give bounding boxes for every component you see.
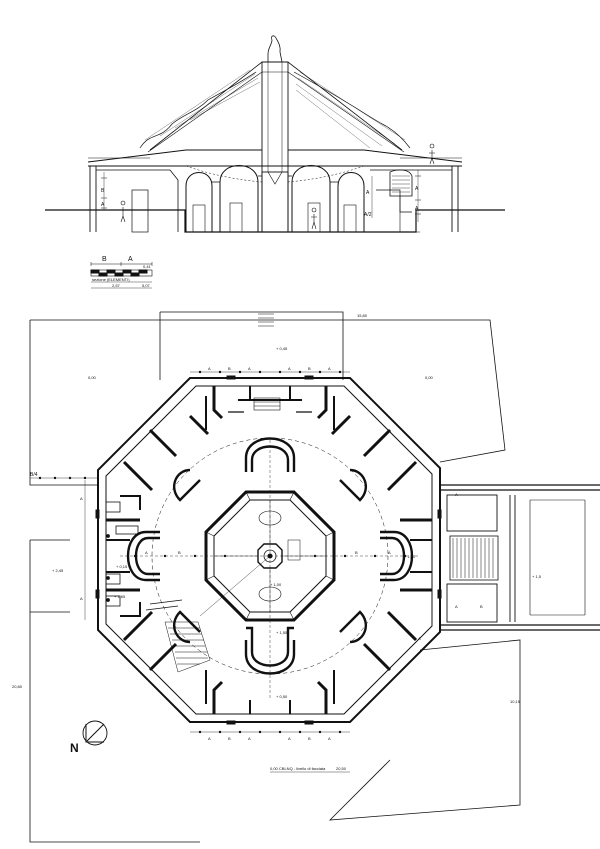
site-boundary <box>29 311 521 843</box>
scale-label-a: A <box>128 256 133 263</box>
module-label: B <box>355 550 358 555</box>
left-mark: B/4 <box>30 472 38 478</box>
plan-caption: 0,00 CBLNQ - livello di facciata <box>270 766 326 771</box>
module-label: A <box>208 736 211 741</box>
right-wing-elevation: + 1,5 <box>532 574 542 579</box>
module-label: A <box>388 550 391 555</box>
right-center-elevation: + 1,00 <box>404 554 416 559</box>
perimeter-windows <box>95 375 442 725</box>
building-section <box>45 35 505 233</box>
section-label-a-right: A <box>415 186 419 192</box>
module-label: A <box>248 366 251 371</box>
center-elevation: + 1,00 <box>270 582 282 587</box>
right-side-dimension: 10,15 <box>510 699 521 704</box>
scale-bar <box>90 262 153 289</box>
section-label-a: A <box>101 202 105 208</box>
module-label: A <box>328 736 331 741</box>
right-wing <box>440 484 600 631</box>
module-label: A <box>288 366 291 371</box>
stair-bottom-left <box>145 599 211 673</box>
module-label: A <box>455 492 458 497</box>
skylight-top <box>258 510 282 526</box>
scale-dim-left: 2,57 <box>112 283 121 288</box>
scale-caption: sezione (ELEMENTI) <box>92 277 130 282</box>
module-label: B <box>308 366 311 371</box>
small-elevation: + 1,65 <box>114 594 126 599</box>
module-label: A <box>418 636 421 641</box>
scale-value: 0,41 <box>143 264 152 269</box>
module-label: A <box>145 550 148 555</box>
mid-left-elevation: + 0,15 <box>116 564 128 569</box>
module-label: A <box>80 496 83 501</box>
module-label: B <box>308 736 311 741</box>
left-rooms <box>105 501 139 607</box>
module-label: B <box>178 550 181 555</box>
central-column <box>199 500 326 617</box>
module-label: B <box>480 604 483 609</box>
left-elevation: + 2,45 <box>52 568 64 573</box>
module-label: A <box>288 736 291 741</box>
left-side-dimension: 20,80 <box>12 684 23 689</box>
bottom-elevation: + 0,50 <box>276 694 288 699</box>
module-label: B <box>228 366 231 371</box>
section-label-a2: A/2 <box>364 212 372 218</box>
module-label: A <box>328 366 331 371</box>
north-arrow <box>82 720 108 746</box>
right-area-elevation: 0,00 <box>425 375 434 380</box>
center-elevation-2: + 1,55 <box>276 630 288 635</box>
module-label: A <box>455 604 458 609</box>
plan-caption-value: 20,50 <box>336 766 347 771</box>
dimension-ticks <box>38 370 407 734</box>
module-label: A <box>80 596 83 601</box>
radial-walls <box>106 386 432 714</box>
court-elevation: + 0,45 <box>276 346 288 351</box>
scale-label-b: B <box>102 256 107 263</box>
module-label: A <box>248 736 251 741</box>
module-label: A <box>208 366 211 371</box>
section-label-a-mid: A <box>366 190 370 196</box>
module-label: B <box>228 736 231 741</box>
central-octagon <box>204 490 336 622</box>
apse-niches <box>126 437 414 675</box>
scale-dim-right: 5,07 <box>142 283 151 288</box>
section-label-b: B <box>101 188 105 194</box>
skylight-bottom <box>258 586 282 602</box>
entrance-top <box>228 397 312 413</box>
octagon-outer-wall <box>97 377 441 723</box>
section-label-a-right2: A <box>415 206 419 212</box>
top-elevation: 15,80 <box>357 313 368 318</box>
room-partitions <box>106 386 432 714</box>
north-label: N <box>70 741 79 755</box>
left-area-elevation: 0,00 <box>88 375 97 380</box>
